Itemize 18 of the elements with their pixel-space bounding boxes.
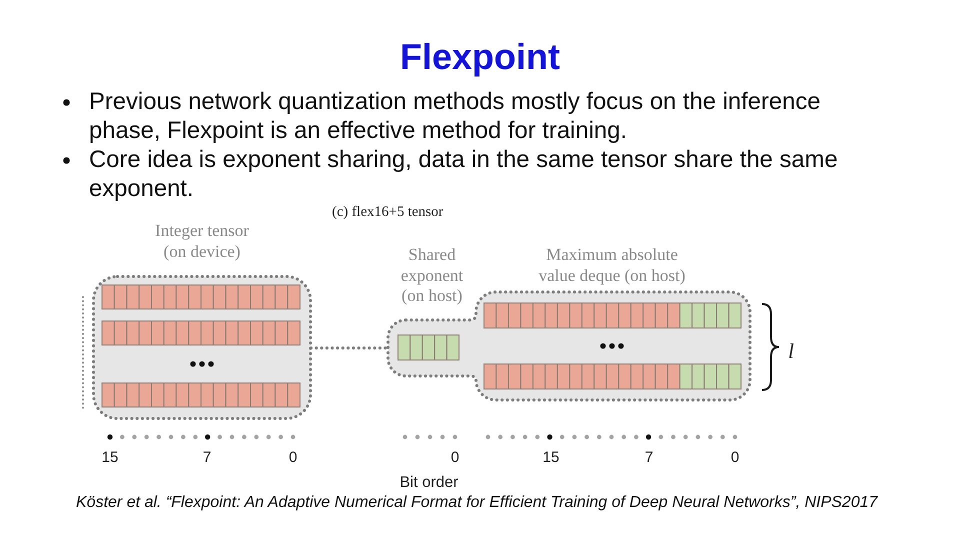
panel-heading: Integer tensor (on device)	[155, 221, 249, 260]
citation-text: Köster et al. “Flexpoint: An Adaptive Numerical Format for Efficient Training of Deep Neural Networks”, NIPS2017	[76, 493, 878, 513]
bit-index: 15	[102, 448, 118, 468]
bit-index: 0	[450, 448, 460, 468]
bit-index: 0	[730, 448, 740, 468]
subfigure-label: (c) flex16+5 tensor	[332, 203, 444, 221]
dotted-connector	[310, 346, 388, 350]
axis-label: Bit order	[400, 473, 458, 493]
panel-heading: Shared exponent (on host)	[400, 245, 464, 305]
panel-heading: Maximum absolute value deque (on host)	[538, 245, 686, 284]
bit-index: 7	[202, 448, 212, 468]
bit-index: 15	[542, 448, 560, 468]
brace-label: l	[788, 338, 794, 364]
bullet-text: Core idea is exponent sharing, data in the same tensor share the same exponent.	[89, 145, 839, 203]
bit-index: 0	[288, 448, 298, 468]
bullet-text: Previous network quantization methods mostly focus on the inference phase, Flexpoint is an effective method for training.	[89, 87, 822, 145]
slide-title: Flexpoint	[400, 36, 560, 78]
bit-index: 7	[644, 448, 654, 468]
